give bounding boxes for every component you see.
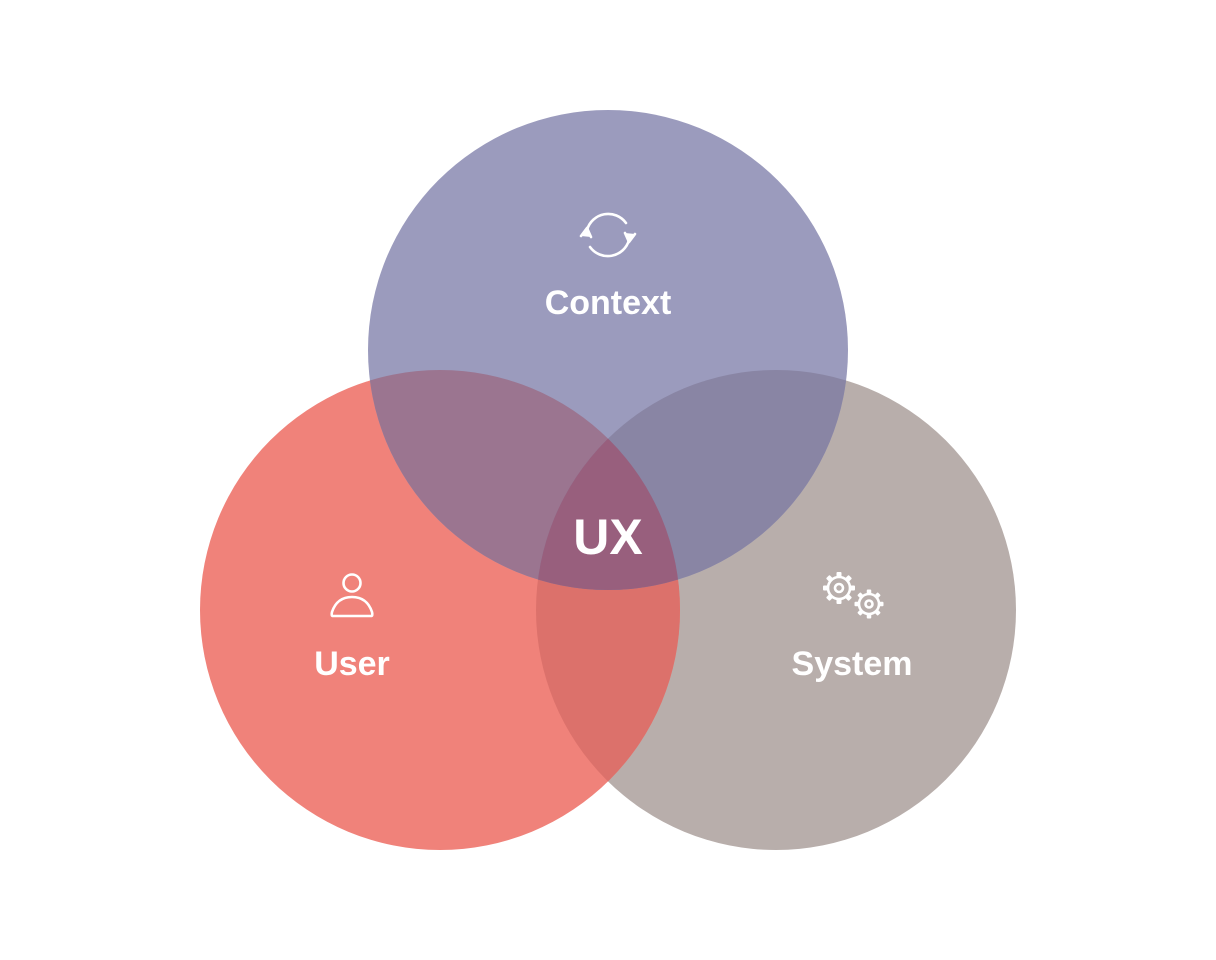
refresh-icon [579,212,637,258]
context-system-overlap [536,370,848,590]
system-label: System [792,645,913,683]
user-label: User [314,645,390,683]
center-ux-label: UX [573,509,642,565]
user-context-overlap [368,370,680,590]
user-icon [330,573,374,618]
context-label: Context [545,284,672,322]
gears-icon [823,572,884,619]
